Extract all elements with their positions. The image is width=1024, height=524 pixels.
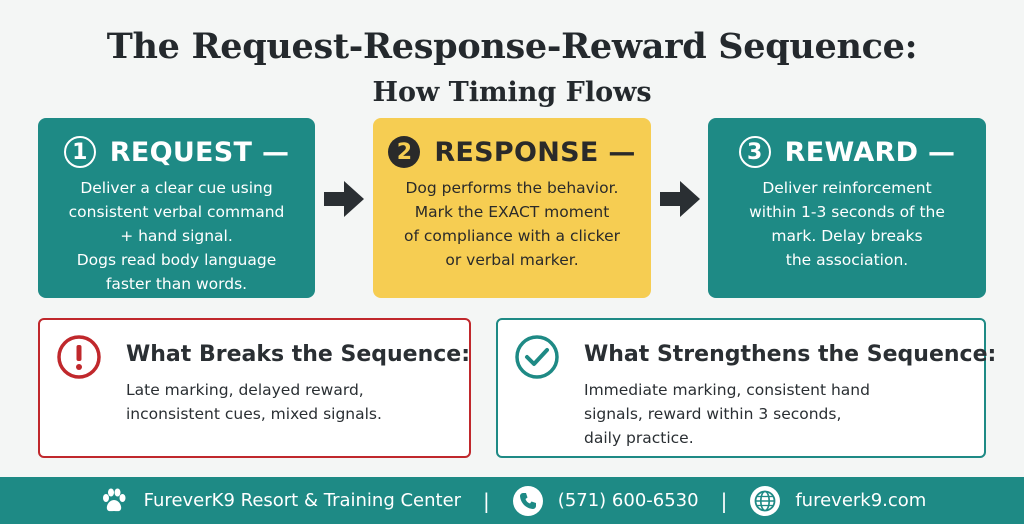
step-line: faster than words. <box>105 275 248 293</box>
footer-phone[interactable]: (571) 600-6530 <box>512 485 699 517</box>
step-line: or verbal marker. <box>445 251 579 269</box>
panel-title: What Strengthens the Sequence: <box>584 342 997 367</box>
step-header: 1 REQUEST — <box>38 132 315 172</box>
step-line: mark. Delay breaks <box>771 227 923 245</box>
arrow-right-icon <box>324 181 364 217</box>
panel-title: What Breaks the Sequence: <box>126 342 470 367</box>
step-line: + hand signal. <box>120 227 233 245</box>
footer-bar: FureverK9 Resort & Training Center | (57… <box>0 477 1024 524</box>
step-title: REQUEST — <box>109 136 290 168</box>
panel-line: Late marking, delayed reward, <box>126 381 364 399</box>
step-number-badge: 1 <box>63 136 96 168</box>
step-line: Dogs read body language <box>76 251 277 269</box>
step-title: RESPONSE — <box>434 136 636 168</box>
panel-description: Immediate marking, consistent hand signa… <box>584 378 870 450</box>
arrow-right-icon <box>660 181 700 217</box>
step-reward-card: 3 REWARD — Deliver reinforcement within … <box>708 118 986 298</box>
step-line: within 1-3 seconds of the <box>749 203 945 221</box>
phone-icon <box>512 485 543 516</box>
step-number-badge: 3 <box>738 136 771 168</box>
globe-icon <box>750 485 781 516</box>
footer-website[interactable]: fureverk9.com <box>749 485 926 517</box>
panel-line: signals, reward within 3 seconds, <box>584 405 842 423</box>
page-subtitle: How Timing Flows <box>372 77 652 108</box>
page-title: The Request-Response-Reward Sequence: <box>106 26 918 67</box>
step-line: Deliver reinforcement <box>762 179 932 197</box>
footer-separator: | <box>720 488 728 513</box>
step-description: Dog performs the behavior. Mark the EXAC… <box>373 176 651 272</box>
step-line: of compliance with a clicker <box>404 227 620 245</box>
step-line: Mark the EXACT moment <box>414 203 610 221</box>
website-link[interactable]: fureverk9.com <box>795 490 927 511</box>
panel-line: daily practice. <box>584 429 694 447</box>
step-line: consistent verbal command <box>68 203 285 221</box>
step-request-card: 1 REQUEST — Deliver a clear cue using co… <box>38 118 315 298</box>
panel-line: inconsistent cues, mixed signals. <box>126 405 382 423</box>
checkmark-icon <box>515 335 559 379</box>
panel-description: Late marking, delayed reward, inconsiste… <box>126 378 382 426</box>
step-line: Dog performs the behavior. <box>405 179 619 197</box>
paw-icon <box>102 488 126 511</box>
step-title: REWARD — <box>784 136 956 168</box>
step-response-card: 2 RESPONSE — Dog performs the behavior. … <box>373 118 651 298</box>
footer-business: FureverK9 Resort & Training Center <box>98 485 461 517</box>
strengthens-sequence-panel: What Strengthens the Sequence: Immediate… <box>496 318 996 458</box>
business-name: FureverK9 Resort & Training Center <box>143 490 462 511</box>
phone-number[interactable]: (571) 600-6530 <box>557 490 699 511</box>
step-header: 2 RESPONSE — <box>373 132 651 172</box>
breaks-sequence-panel: What Breaks the Sequence: Late marking, … <box>38 318 471 458</box>
panel-line: Immediate marking, consistent hand <box>584 381 870 399</box>
exclamation-icon <box>57 335 101 379</box>
footer-separator: | <box>483 488 490 513</box>
step-line: Deliver a clear cue using <box>80 179 273 197</box>
step-line: the association. <box>785 251 909 269</box>
step-number-badge: 2 <box>388 136 421 168</box>
step-description: Deliver a clear cue using consistent ver… <box>38 176 315 296</box>
step-header: 3 REWARD — <box>708 132 986 172</box>
step-description: Deliver reinforcement within 1-3 seconds… <box>708 176 986 272</box>
